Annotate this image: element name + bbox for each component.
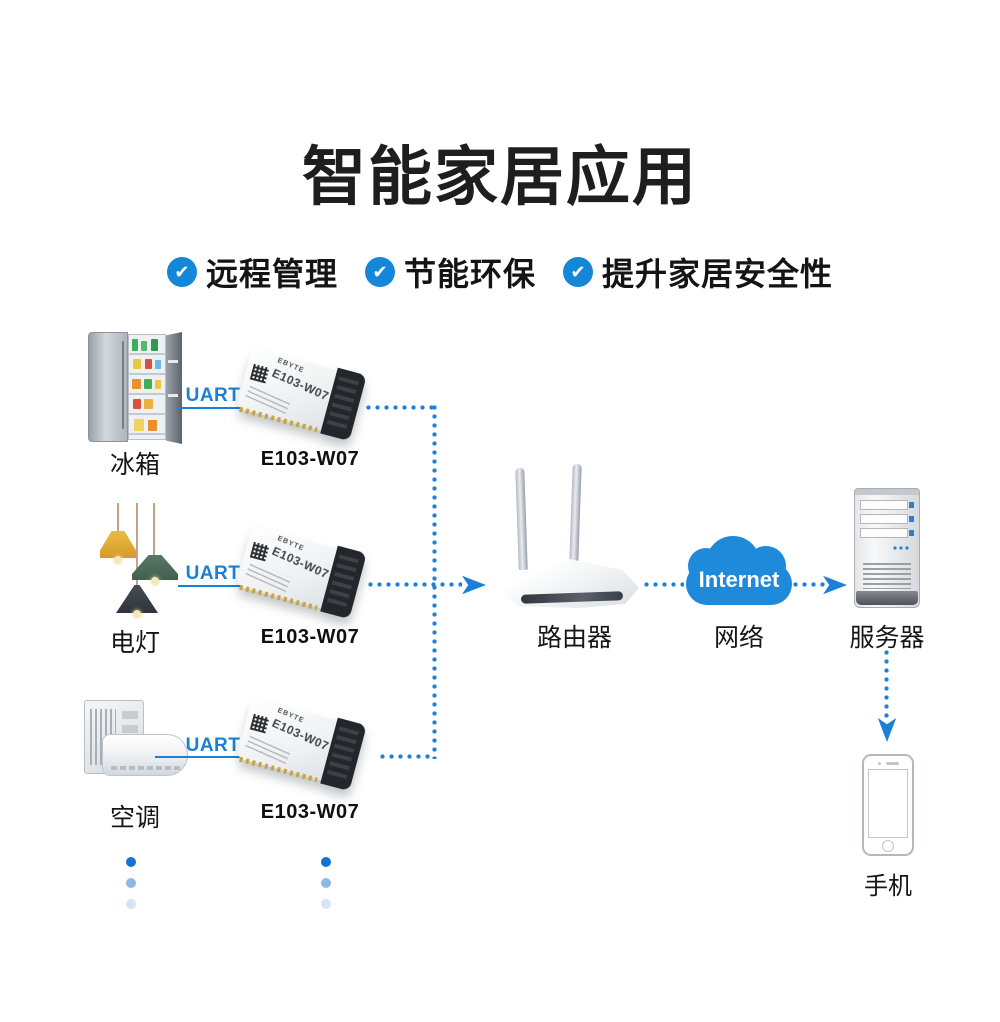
fridge-open-door (166, 332, 182, 444)
fridge-closed-door (88, 332, 128, 442)
feature-label: 远程管理 (205, 256, 338, 292)
internet-cloud-text: Internet (698, 567, 780, 592)
server-drive-bay (860, 500, 914, 510)
dotted-connector-phone (884, 650, 889, 718)
lamp-illustration (98, 503, 180, 623)
server-illustration (854, 488, 920, 608)
dotted-connector-server (793, 582, 825, 587)
uart-link-line (178, 585, 247, 587)
qr-code (249, 363, 270, 384)
qr-code (249, 541, 270, 562)
module-label: E103-W07 (260, 801, 360, 823)
dotted-connector-row1 (366, 405, 434, 410)
module-fine-print (245, 560, 292, 593)
module-pcb: EBYTE E103-W07 (235, 347, 338, 431)
feature-item: ✔ 提升家居安全性 (563, 249, 833, 295)
cloud-label: 网络 (713, 624, 764, 652)
check-icon: ✔ (563, 257, 593, 287)
check-icon: ✔ (364, 257, 395, 287)
wifi-module-illustration: EBYTE E103-W07 (235, 697, 367, 792)
check-icon: ✔ (166, 257, 197, 287)
arrow-to-phone-icon (877, 718, 897, 742)
router-illustration (501, 463, 641, 612)
dotted-connector-row2 (368, 582, 462, 587)
page-title: 智能家居应用 (302, 141, 698, 213)
server-led-dots (893, 546, 910, 550)
fridge-interior (128, 334, 166, 440)
phone-screen (868, 769, 908, 838)
server-drive-bay (860, 514, 914, 524)
uart-link-line (178, 407, 247, 409)
module-pcb: EBYTE E103-W07 (235, 525, 338, 609)
router-label: 路由器 (536, 624, 612, 652)
server-drive-bay (860, 528, 914, 538)
module-fine-print (245, 732, 292, 765)
arrow-to-router-icon (462, 575, 486, 595)
ellipsis-dots (126, 857, 136, 909)
uart-link-label: UART (185, 385, 241, 406)
router-antenna (515, 467, 528, 571)
server-grille (863, 563, 911, 589)
feature-label: 节能环保 (403, 256, 536, 292)
refrigerator-illustration (88, 332, 182, 444)
server-label: 服务器 (849, 624, 925, 652)
feature-item: ✔ 节能环保 (364, 249, 536, 295)
phone-home-button (882, 839, 894, 852)
air-conditioner-illustration (84, 696, 188, 786)
uart-link-label: UART (185, 735, 241, 756)
ac-indoor-unit (102, 734, 188, 776)
arrow-to-server-icon (823, 575, 847, 595)
ellipsis-dots (321, 857, 331, 909)
uart-link-label: UART (185, 563, 241, 584)
device-label-ac: 空调 (109, 804, 160, 832)
module-label: E103-W07 (260, 448, 360, 470)
phone-label: 手机 (864, 873, 912, 900)
router-antenna (569, 463, 582, 563)
qr-code (249, 713, 270, 734)
feature-label: 提升家居安全性 (602, 256, 834, 292)
module-fine-print (245, 382, 292, 415)
module-label: E103-W07 (260, 626, 360, 648)
lamp-shade-yellow (100, 531, 136, 558)
dotted-connector-cloud (644, 582, 684, 587)
uart-link-line (155, 756, 247, 758)
wifi-module-illustration: EBYTE E103-W07 (235, 525, 367, 620)
module-pcb: EBYTE E103-W07 (235, 697, 338, 781)
wifi-module-illustration: EBYTE E103-W07 (235, 347, 367, 442)
dotted-connector-row3 (380, 754, 434, 759)
lamp-shade-dark (116, 585, 158, 613)
internet-cloud: Internet (686, 536, 792, 606)
feature-list: ✔ 远程管理 ✔ 节能环保 ✔ 提升家居安全性 (0, 249, 1000, 295)
phone-illustration (862, 754, 914, 856)
device-label-lamp: 电灯 (109, 629, 160, 657)
device-label-fridge: 冰箱 (109, 451, 160, 479)
feature-item: ✔ 远程管理 (166, 249, 338, 295)
